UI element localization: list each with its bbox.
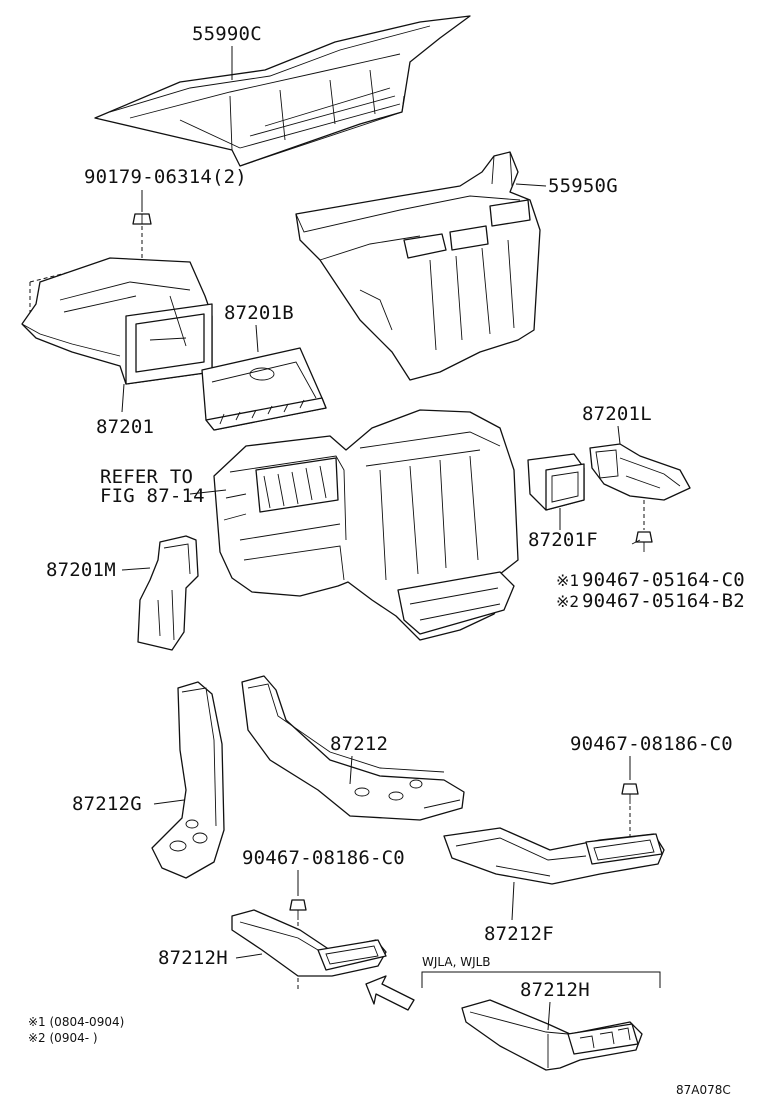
label-90467-08186-a: 90467-08186-C0 <box>570 733 733 755</box>
label-87212h-a: 87212H <box>158 947 228 969</box>
arrow-icon <box>365 975 415 1011</box>
footnote-1: ※1 (0804-0904) <box>28 1015 124 1029</box>
refer-to-line1: REFER TO <box>100 466 193 488</box>
leader-87212h-b <box>547 1001 551 1031</box>
leader-87201b <box>255 324 259 353</box>
mark-90467-b2: ※2 <box>556 592 579 611</box>
part-87212g-drawing[interactable] <box>151 681 225 879</box>
label-90467-05164-b2: 90467-05164-B2 <box>582 590 745 612</box>
part-87212-drawing[interactable] <box>241 675 465 821</box>
part-55990c-drawing[interactable] <box>94 15 471 167</box>
part-55950g-drawing[interactable] <box>295 151 541 381</box>
leader-87201 <box>121 383 125 413</box>
screw-icon[interactable] <box>289 899 307 920</box>
variant-bracket <box>421 971 661 988</box>
footnote-2: ※2 (0904- ) <box>28 1031 98 1045</box>
label-55950g: 55950G <box>548 175 618 197</box>
label-87201m: 87201M <box>46 559 116 581</box>
leader-refer <box>189 489 227 495</box>
label-87212: 87212 <box>330 733 388 755</box>
label-87212f: 87212F <box>484 923 554 945</box>
part-87201m-drawing[interactable] <box>137 535 199 651</box>
mark-90467-c0: ※1 <box>556 571 579 590</box>
label-87201b: 87201B <box>224 302 294 324</box>
screw-icon[interactable] <box>631 531 653 552</box>
leader-87212g <box>153 799 185 805</box>
label-55990c: 55990C <box>192 23 262 45</box>
figure-code: 87A078C <box>676 1083 731 1097</box>
label-87212g: 87212G <box>72 793 142 815</box>
part-87201f-drawing[interactable] <box>527 453 585 511</box>
label-87212h-b: 87212H <box>520 979 590 1001</box>
leader-87212 <box>349 755 353 785</box>
nut-icon[interactable] <box>132 213 152 225</box>
part-87212f-drawing[interactable] <box>443 827 665 885</box>
part-87212h-a-drawing[interactable] <box>231 909 387 977</box>
label-90467-08186-b: 90467-08186-C0 <box>242 847 405 869</box>
variant-note: WJLA, WJLB <box>422 955 491 969</box>
refer-to-line2: FIG 87-14 <box>100 485 205 507</box>
label-87201l: 87201L <box>582 403 652 425</box>
part-87212h-b-drawing[interactable] <box>461 999 643 1071</box>
label-90179: 90179-06314(2) <box>84 166 247 188</box>
part-87201b-drawing[interactable] <box>201 347 327 431</box>
part-87201-drawing[interactable] <box>21 257 213 385</box>
leader-87201l <box>617 425 621 445</box>
screw-icon[interactable] <box>621 783 639 804</box>
label-90467-05164-c0: 90467-05164-C0 <box>582 569 745 591</box>
leader-87212f <box>511 881 515 921</box>
part-87201l-drawing[interactable] <box>589 443 691 501</box>
label-87201f: 87201F <box>528 529 598 551</box>
leader-87212h-a <box>235 953 263 959</box>
leader-87201m <box>121 567 151 571</box>
heater-unit-drawing[interactable] <box>213 409 519 641</box>
label-87201: 87201 <box>96 416 154 438</box>
leader-55950g <box>515 183 547 187</box>
